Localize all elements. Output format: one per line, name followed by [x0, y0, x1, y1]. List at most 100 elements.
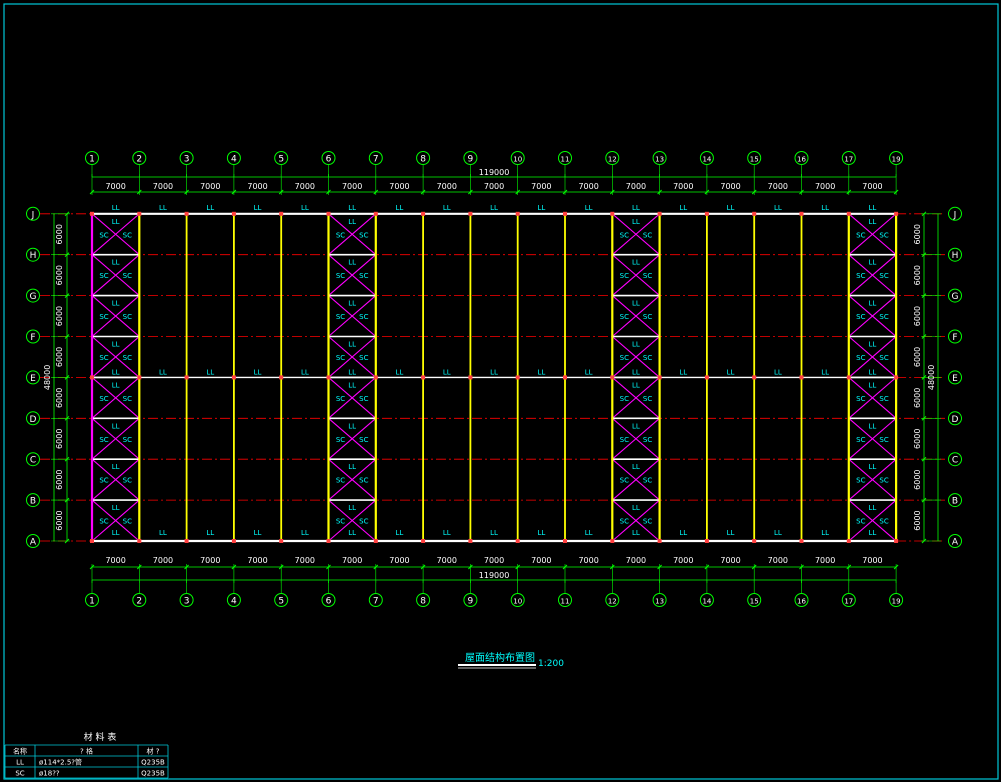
column-bubble-bottom-13-circle [652, 593, 667, 607]
brace-label: SC [99, 477, 108, 485]
tie-label: LL [632, 300, 640, 308]
brace-diagonal [848, 254, 897, 297]
column-bubble-top-6: 6 [321, 151, 336, 165]
row-bubble-right-H-text: H [952, 251, 959, 261]
bottom-dim-slash [136, 564, 142, 570]
column-bubble-bottom-9-circle [463, 593, 478, 607]
column-bubble-top-13-text: 13 [655, 156, 664, 164]
brace-label: SC [99, 231, 108, 239]
tie-label: LL [679, 204, 687, 212]
joint-node [468, 539, 473, 543]
tie-label: LL [632, 381, 640, 389]
column-bubble-bottom-8: 8 [416, 593, 431, 607]
bottom-dim-slash [373, 564, 379, 570]
tie-label: LL [585, 529, 593, 537]
column-bubble-bottom-13-text: 13 [655, 598, 664, 606]
top-bay-dim-text: 7000 [768, 182, 788, 191]
joint-node [752, 211, 757, 216]
tie-label: LL [632, 504, 640, 512]
column-bubble-bottom-3-circle [179, 593, 194, 607]
tie-label: LL [206, 368, 214, 376]
tie-label: LL [821, 368, 829, 376]
joint-node [184, 211, 189, 216]
tie-label: LL [869, 381, 877, 389]
bottom-dim-slash [468, 564, 473, 570]
joint-node [231, 211, 236, 216]
brace-diagonal [848, 376, 897, 419]
right-dim-slash [921, 456, 927, 462]
tie-label: LL [348, 381, 356, 389]
top-bay-dim-text: 7000 [578, 182, 598, 191]
tie-label: LL [821, 529, 829, 537]
brace-diagonal [328, 336, 377, 378]
top-dim-slash [468, 189, 473, 195]
brace-label: SC [643, 354, 652, 362]
column-bubble-top-16: 16 [794, 151, 809, 165]
column-bubble-top-5: 5 [274, 151, 289, 165]
column-bubble-bottom-17-circle [841, 593, 856, 607]
brace-label: SC [879, 477, 888, 485]
joint-node [279, 211, 284, 216]
brace-label: SC [359, 518, 368, 526]
row-bubble-left-F-circle [26, 329, 40, 344]
bottom-bay-dim-text: 7000 [720, 556, 740, 565]
tie-label: LL [112, 368, 120, 376]
tie-label: LL [348, 463, 356, 471]
column-bubble-top-12: 12 [605, 151, 620, 165]
brace-label: SC [336, 231, 345, 239]
column-bubble-bottom-6-text: 6 [326, 597, 332, 607]
bottom-dim-slash [751, 564, 757, 570]
joint-node [231, 375, 236, 380]
joint-node [421, 211, 426, 216]
tie-label: LL [869, 341, 877, 349]
brace-label: SC [336, 395, 345, 403]
bottom-dim-slash [893, 564, 899, 570]
brace-label: SC [99, 395, 108, 403]
row-bubble-right-D-circle [948, 411, 962, 426]
column-bubble-top-11-circle [558, 151, 572, 165]
column-bubble-top-6-text: 6 [326, 155, 332, 165]
brace-label: SC [620, 436, 629, 444]
bottom-bay-dim-text: 7000 [200, 556, 220, 565]
brace-diagonal [848, 499, 897, 542]
right-row-dim-text: 6000 [913, 224, 922, 244]
row-bubble-left-C: C [26, 452, 40, 467]
brace-diagonal [328, 295, 377, 337]
brace-label: SC [620, 477, 629, 485]
joint-node [657, 375, 662, 380]
column-bubble-top-3: 3 [179, 151, 194, 165]
brace-label: SC [643, 231, 652, 239]
top-dim-slash [657, 189, 662, 195]
bottom-dim-slash [799, 564, 804, 570]
brace-diagonal [611, 499, 660, 542]
tie-label: LL [774, 368, 782, 376]
column-bubble-bottom-8-text: 8 [420, 597, 426, 607]
column-bubble-top-14-text: 14 [702, 156, 711, 164]
row-bubble-left-A-circle [26, 534, 40, 548]
tie-label: LL [869, 204, 877, 212]
row-bubble-right-D-text: D [952, 415, 959, 425]
left-dim-slash [64, 211, 70, 217]
brace-label: SC [359, 395, 368, 403]
column-bubble-top-4: 4 [226, 151, 241, 165]
tie-label: LL [632, 463, 640, 471]
top-dim-slash [609, 189, 615, 195]
column-bubble-top-10-circle [510, 151, 525, 165]
joint-node [421, 539, 426, 543]
column-bubble-top-15-text: 15 [750, 156, 759, 164]
row-bubble-left-B-text: B [30, 497, 36, 507]
bottom-dim-slash [231, 564, 237, 570]
bottom-bay-dim-text: 7000 [531, 556, 551, 565]
bottom-dim-slash [420, 564, 426, 570]
tie-label: LL [348, 218, 356, 226]
row-bubble-left-D-circle [26, 411, 40, 426]
column-bubble-bottom-17-text: 17 [844, 598, 853, 606]
brace-diagonal [91, 295, 140, 337]
brace-diagonal [611, 458, 660, 501]
column-bubble-bottom-12-text: 12 [608, 598, 617, 606]
tie-label: LL [112, 463, 120, 471]
bottom-dim-slash [657, 564, 662, 570]
